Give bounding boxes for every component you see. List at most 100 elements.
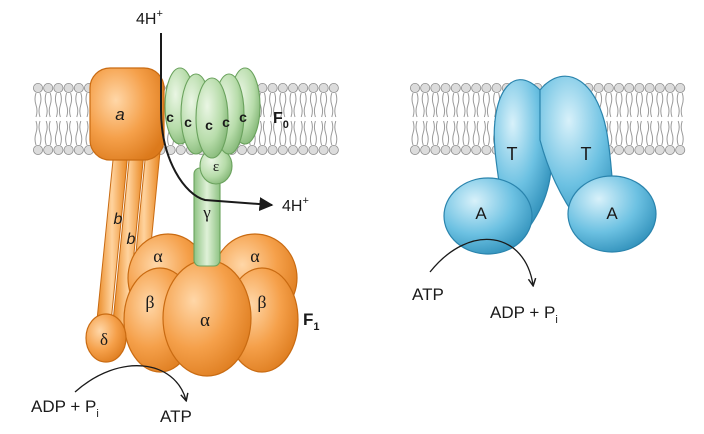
lipid-tail: [635, 120, 639, 146]
lipid-tail: [279, 120, 283, 146]
lipid-tail: [279, 92, 283, 118]
lipid-head: [63, 83, 74, 94]
lipid-head: [471, 144, 482, 155]
lipid-tail: [58, 120, 62, 146]
lipid-tail: [660, 120, 664, 146]
lipid-tail: [289, 120, 293, 146]
lipid-tail: [48, 92, 52, 118]
lipid-tail: [303, 120, 307, 146]
lipid-tail: [283, 120, 287, 146]
lipid-head: [308, 144, 319, 155]
lipid-tail: [269, 92, 273, 118]
lipid-tail: [79, 92, 83, 118]
lipid-head: [33, 144, 44, 155]
lipid-head: [73, 83, 84, 94]
lipid-tail: [609, 92, 613, 118]
lipid-tail: [421, 92, 425, 118]
lipid-head: [665, 83, 676, 94]
lipid-tail: [625, 92, 629, 118]
lipid-tail: [680, 120, 684, 146]
lipid-head: [491, 83, 502, 94]
lipid-head: [675, 83, 686, 94]
lipid-head: [430, 144, 441, 155]
lipid-head: [420, 83, 431, 94]
lipid-tail: [75, 92, 79, 118]
lipid-tail: [619, 120, 623, 146]
proton-in-label: 4H+: [136, 8, 163, 28]
lipid-head: [267, 83, 278, 94]
lipid-tail: [646, 120, 650, 146]
c-ring: c c c c c: [164, 67, 261, 159]
lipid-tail: [273, 92, 277, 118]
lipid-tail: [425, 120, 429, 146]
lipid-head: [614, 144, 625, 155]
lipid-tail: [299, 92, 303, 118]
proton-out-label: 4H+: [282, 195, 309, 215]
lipid-tail: [482, 120, 486, 146]
lipid-tail: [324, 92, 328, 118]
lipid-tail: [619, 92, 623, 118]
subunit-a-label: a: [115, 105, 124, 124]
lipid-tail: [486, 92, 490, 118]
lipid-head: [420, 144, 431, 155]
lipid-tail: [639, 92, 643, 118]
substrate-label-right: ATP: [412, 285, 444, 304]
lipid-tail: [38, 120, 42, 146]
lipid-tail: [309, 92, 313, 118]
lipid-tail: [486, 120, 490, 146]
lipid-tail: [442, 120, 446, 146]
lipid-tail: [670, 120, 674, 146]
lipid-tail: [313, 120, 317, 146]
lipid-tail: [58, 92, 62, 118]
lipid-head: [328, 83, 339, 94]
lipid-head: [328, 144, 339, 155]
lipid-head: [430, 83, 441, 94]
lipid-tail: [466, 120, 470, 146]
lipid-tail: [629, 120, 633, 146]
lipid-head: [308, 83, 319, 94]
lipid-tail: [676, 92, 680, 118]
lipid-tail: [629, 92, 633, 118]
lipid-tail: [456, 120, 460, 146]
lipid-head: [236, 144, 247, 155]
gamma-label: γ: [202, 203, 211, 222]
lipid-tail: [330, 92, 334, 118]
lipid-head: [471, 83, 482, 94]
lipid-tail: [452, 92, 456, 118]
lipid-tail: [34, 120, 38, 146]
lipid-tail: [65, 92, 69, 118]
lipid-tail: [456, 92, 460, 118]
lipid-tail: [656, 120, 660, 146]
lipid-head: [53, 83, 64, 94]
lipid-tail: [54, 120, 58, 146]
lipid-head: [409, 83, 420, 94]
delta-label: δ: [100, 330, 108, 349]
lipid-tail: [493, 92, 497, 118]
lipid-head: [665, 144, 676, 155]
lipid-tail: [435, 92, 439, 118]
lipid-head: [460, 144, 471, 155]
c-subunit-label-1: c: [166, 109, 174, 125]
lipid-tail: [69, 92, 73, 118]
b-subunit-label-1: b: [114, 211, 123, 228]
lipid-head: [277, 144, 288, 155]
lipid-head: [440, 144, 451, 155]
lipid-head: [175, 144, 186, 155]
f1-label: F1: [303, 310, 320, 333]
lipid-head: [257, 144, 268, 155]
lipid-head: [409, 144, 420, 155]
subunit-a: a: [89, 67, 165, 161]
lipid-head: [53, 144, 64, 155]
lipid-tail: [75, 120, 79, 146]
lipid-tail: [435, 120, 439, 146]
lipid-head: [624, 144, 635, 155]
epsilon-label: ε: [213, 159, 219, 175]
lipid-head: [33, 83, 44, 94]
lipid-tail: [44, 120, 48, 146]
lipid-head: [593, 83, 604, 94]
a-subunit-left: [443, 177, 533, 255]
lipid-tail: [646, 92, 650, 118]
synthesis-arrow: [74, 365, 186, 400]
alpha-label-right: α: [250, 246, 260, 266]
